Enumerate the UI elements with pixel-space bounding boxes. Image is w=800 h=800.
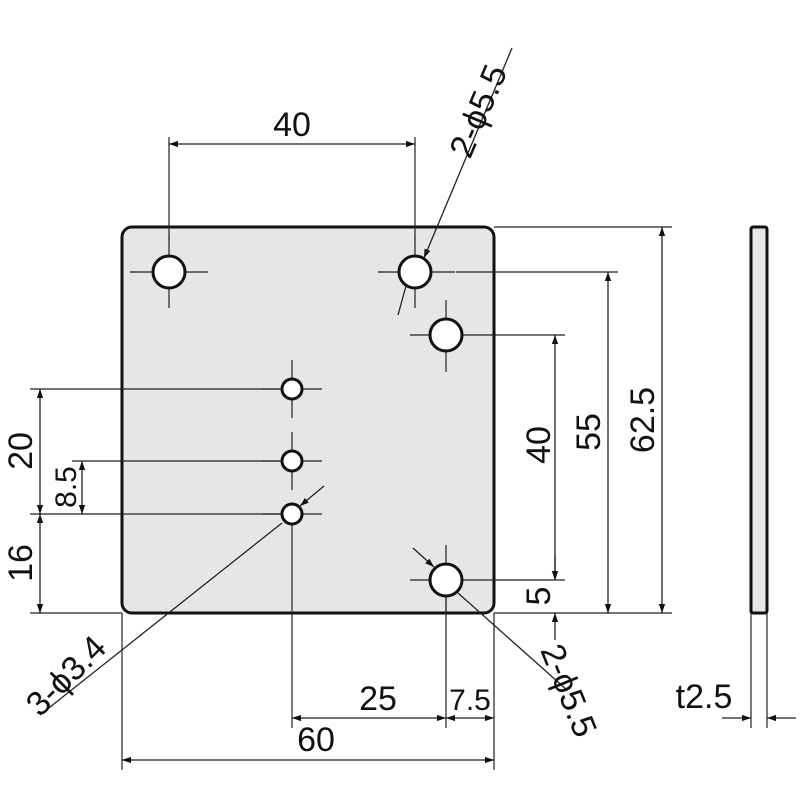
hole-large-top-left [130, 235, 208, 308]
hole-large-bottom-right [410, 545, 488, 615]
hole-large-mid-right [410, 300, 488, 372]
hole-small-middle [262, 432, 322, 490]
dim-left-20: 20 [2, 388, 282, 515]
svg-text:2-ϕ5.5: 2-ϕ5.5 [533, 639, 604, 743]
dim-right-62-5: 62.5 [494, 226, 672, 614]
dim-top-40: 40 [168, 106, 416, 240]
svg-text:40: 40 [520, 426, 558, 464]
dim-bottom-7-5: 7.5 [446, 613, 495, 770]
dim-bottom-60: 60 [121, 613, 494, 770]
dim-thickness: t2.5 [676, 613, 796, 728]
dim-right-55: 55 [456, 271, 618, 613]
plate-side-view [749, 225, 769, 615]
plate [120, 225, 496, 615]
svg-text:55: 55 [570, 413, 608, 451]
svg-text:20: 20 [2, 432, 40, 470]
svg-text:16: 16 [2, 544, 40, 582]
dim-bottom-25: 25 [291, 525, 447, 728]
dim-left-8-5: 8.5 [50, 460, 282, 514]
svg-text:2-ϕ5.5: 2-ϕ5.5 [442, 59, 515, 163]
svg-text:60: 60 [297, 721, 335, 759]
svg-text:40: 40 [273, 106, 311, 144]
svg-text:25: 25 [359, 680, 397, 718]
dim-right-5: 5 [520, 556, 559, 640]
hole-large-top-right [378, 237, 455, 308]
svg-text:7.5: 7.5 [449, 684, 491, 717]
svg-text:t2.5: t2.5 [676, 678, 733, 716]
svg-text:8.5: 8.5 [50, 466, 83, 508]
svg-text:5: 5 [520, 587, 558, 606]
svg-text:3-ϕ3.4: 3-ϕ3.4 [19, 629, 114, 724]
svg-text:62.5: 62.5 [624, 387, 662, 453]
dim-left-16: 16 [2, 514, 122, 614]
dim-right-40: 40 [488, 334, 565, 581]
